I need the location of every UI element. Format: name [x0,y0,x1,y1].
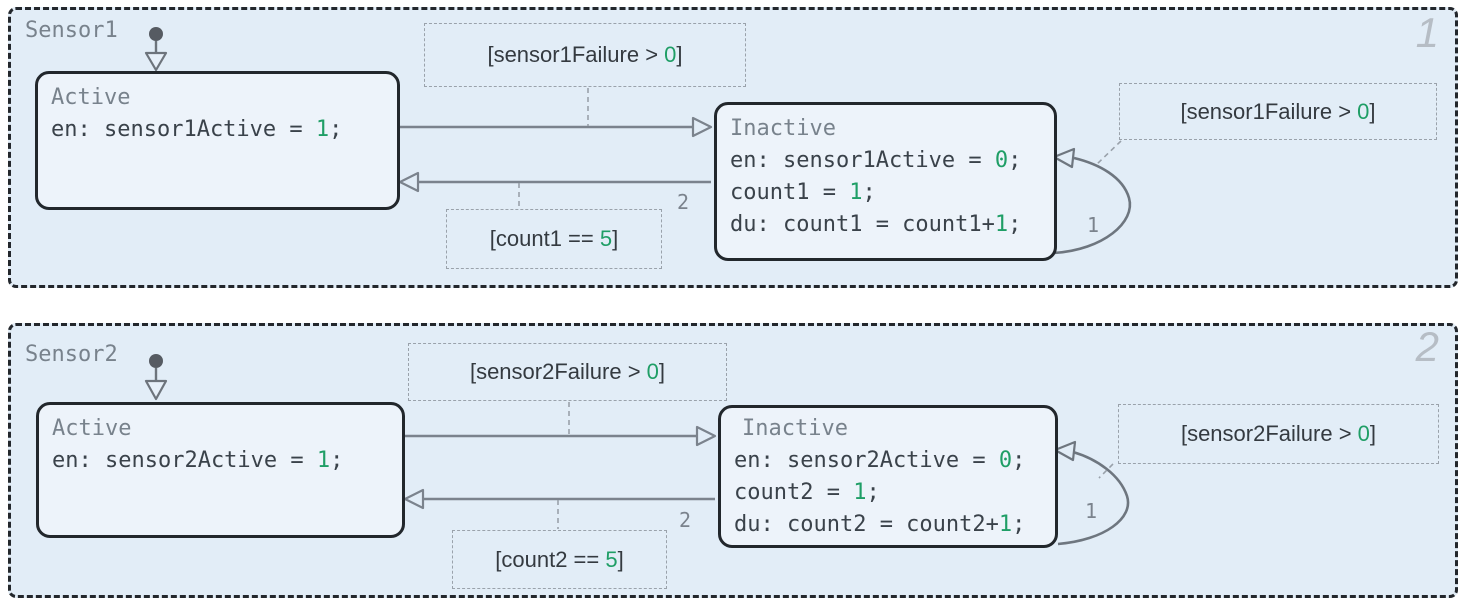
state-action-line: du: count2 = count2+1; [734,509,1047,541]
state-name-label: Sensor2 [25,342,118,367]
guard-label-failure-self[interactable]: [sensor1Failure > 0] [1119,83,1437,140]
text-segment: en: sensor1Active = [730,148,995,173]
transition-order-label: 2 [678,508,691,532]
text-segment: en: sensor1Active = [51,117,316,142]
text-segment: ; [1012,448,1026,473]
text-segment: en: sensor2Active = [52,448,317,473]
number-literal: 1 [998,512,1013,537]
state-action-line: du: count1 = count1+1; [730,209,1046,241]
default-arrowhead-icon [144,379,168,401]
text-segment: ] [676,42,683,67]
state-active[interactable]: Active en: sensor2Active = 1; [36,402,405,538]
text-segment: ; [1008,212,1022,237]
state-action-line: en: sensor2Active = 0; [734,445,1047,477]
guard-label-failure-top[interactable]: [sensor2Failure > 0] [408,343,727,401]
text-segment: count2 = [734,480,854,505]
arrowhead-icon [403,488,425,510]
parallel-state-sensor2[interactable]: Sensor2 2 Active en: sensor2Active = 1; … [8,323,1458,598]
state-title: Active [51,85,131,110]
state-action-line: count2 = 1; [734,477,1047,509]
self-transition-inactive[interactable] [1052,147,1132,255]
text-segment: du: count2 = count2+ [734,512,999,537]
text-segment: ] [658,359,666,384]
text-segment: ] [617,546,624,572]
parallel-state-sensor1[interactable]: Sensor1 1 Active en: sensor1Active = 1; … [8,7,1458,288]
state-action-line: en: sensor1Active = 0; [730,145,1046,177]
text-segment: ] [1369,421,1377,446]
text-segment: ; [1012,512,1026,537]
number-literal: 0 [994,148,1009,173]
state-actions: en: sensor2Active = 1; [52,445,394,477]
guard-label-failure-self[interactable]: [sensor2Failure > 0] [1118,404,1439,464]
state-title: Inactive [730,116,836,141]
number-literal: 1 [994,212,1009,237]
arrowhead-icon [691,116,713,138]
text-segment: ; [1008,148,1022,173]
state-action-line: en: sensor1Active = 1; [51,114,389,146]
text-segment: count1 = [730,180,850,205]
execution-order-badge: 1 [1415,9,1439,56]
transition-order-label: 2 [676,190,689,214]
transition-order-label: 1 [1084,499,1097,523]
state-name-label: Sensor1 [25,18,118,43]
state-title: Active [52,416,132,441]
guard-label-count[interactable]: [count1 == 5] [446,209,662,269]
guard-label-failure-top[interactable]: [sensor1Failure > 0] [424,23,746,87]
number-literal: 0 [998,448,1013,473]
text-segment: [sensor1Failure > [1180,98,1358,124]
number-literal: 5 [605,546,618,572]
number-literal: 0 [1357,421,1370,446]
state-inactive[interactable]: Inactive en: sensor2Active = 0;count2 = … [718,405,1058,548]
transition-inactive-to-active[interactable] [403,488,715,510]
default-transition[interactable] [144,27,168,72]
arrowhead-icon [1052,147,1076,169]
default-transition-dot [149,354,163,368]
guard-label-count[interactable]: [count2 == 5] [452,530,667,589]
number-literal: 0 [646,359,659,384]
state-action-line: en: sensor2Active = 1; [52,445,394,477]
text-segment: ] [1369,98,1376,124]
text-segment: [sensor1Failure > [487,42,665,67]
text-segment: [count2 == [495,546,606,572]
text-segment: [sensor2Failure > [469,359,647,384]
number-literal: 1 [315,117,330,142]
number-literal: 0 [1357,98,1370,124]
number-literal: 1 [316,448,331,473]
number-literal: 1 [853,480,867,505]
arrowhead-icon [695,425,717,447]
text-segment: [count1 == [489,226,600,251]
default-arrowhead-icon [144,51,168,72]
transition-order-label: 1 [1086,213,1099,237]
state-inactive[interactable]: Inactive en: sensor1Active = 0;count1 = … [714,102,1057,261]
text-segment: en: sensor2Active = [734,448,999,473]
text-segment: ; [330,448,344,473]
text-segment: du: count1 = count1+ [730,212,995,237]
transition-inactive-to-active[interactable] [398,171,711,193]
text-segment: ; [862,180,876,205]
number-literal: 0 [664,42,677,67]
state-title: Inactive [742,416,848,441]
state-action-line: count1 = 1; [730,177,1046,209]
arrowhead-icon [398,171,420,193]
text-segment: ] [612,226,619,251]
state-actions: en: sensor2Active = 0;count2 = 1;du: cou… [734,445,1047,541]
transition-active-to-inactive[interactable] [397,116,713,138]
number-literal: 5 [599,226,613,251]
text-segment: ; [329,117,343,142]
arrowhead-icon [1053,440,1077,462]
state-actions: en: sensor1Active = 1; [51,114,389,146]
state-active[interactable]: Active en: sensor1Active = 1; [35,71,400,210]
text-segment: [sensor2Failure > [1180,421,1358,446]
state-actions: en: sensor1Active = 0;count1 = 1;du: cou… [730,145,1046,241]
number-literal: 1 [849,180,863,205]
transition-active-to-inactive[interactable] [402,425,717,447]
default-transition[interactable] [144,354,168,401]
text-segment: ; [866,480,880,505]
execution-order-badge: 2 [1415,323,1439,370]
default-transition-dot [149,27,163,41]
